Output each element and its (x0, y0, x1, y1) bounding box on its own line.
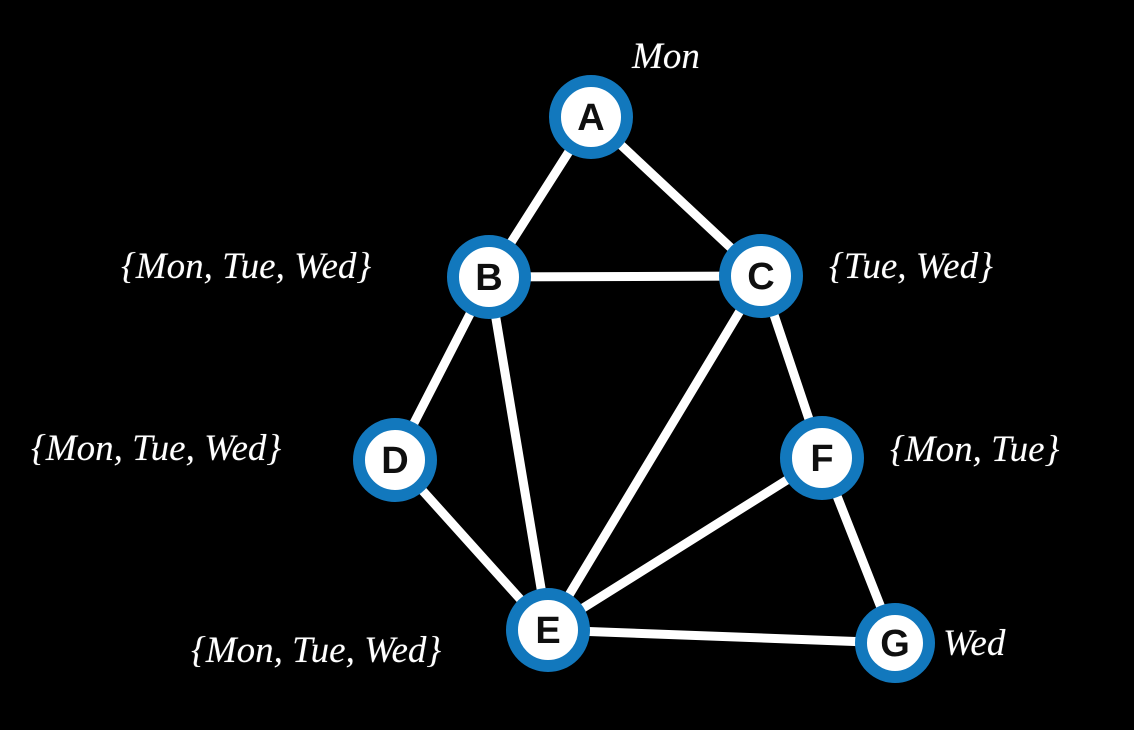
edge-e-g (543, 625, 900, 648)
edges-group (390, 112, 900, 648)
domain-label-a: Mon (632, 36, 700, 77)
node-letter-b: B (475, 257, 502, 299)
node-letter-e: E (535, 610, 560, 652)
node-a[interactable]: A (549, 75, 633, 159)
domain-label-d: {Mon, Tue, Wed} (31, 428, 282, 469)
node-letter-a: A (577, 97, 604, 139)
domain-label-e: {Mon, Tue, Wed} (191, 630, 442, 671)
node-d[interactable]: D (353, 418, 437, 502)
domain-label-g: Wed (943, 623, 1006, 664)
node-circle-a (549, 75, 633, 159)
node-letter-c: C (747, 256, 774, 298)
edge-b-c (484, 271, 766, 282)
domain-label-b: {Mon, Tue, Wed} (121, 246, 372, 287)
edge-b-e (484, 272, 553, 635)
node-f[interactable]: F (780, 416, 864, 500)
node-circle-f (780, 416, 864, 500)
domain-label-f: {Mon, Tue} (890, 429, 1060, 470)
node-letter-g: G (880, 623, 910, 665)
node-circle-g (855, 603, 935, 683)
edge-c-e (543, 271, 766, 635)
node-g[interactable]: G (855, 603, 935, 683)
node-circle-e (506, 588, 590, 672)
node-circle-c (719, 234, 803, 318)
node-letter-d: D (381, 440, 408, 482)
node-c[interactable]: C (719, 234, 803, 318)
nodes-group: A B C D E F G (353, 75, 935, 683)
node-circle-b (447, 235, 531, 319)
node-letter-f: F (810, 438, 833, 480)
domain-label-c: {Tue, Wed} (829, 246, 993, 287)
node-b[interactable]: B (447, 235, 531, 319)
edge-e-f (543, 453, 827, 635)
node-e[interactable]: E (506, 588, 590, 672)
node-circle-d (353, 418, 437, 502)
